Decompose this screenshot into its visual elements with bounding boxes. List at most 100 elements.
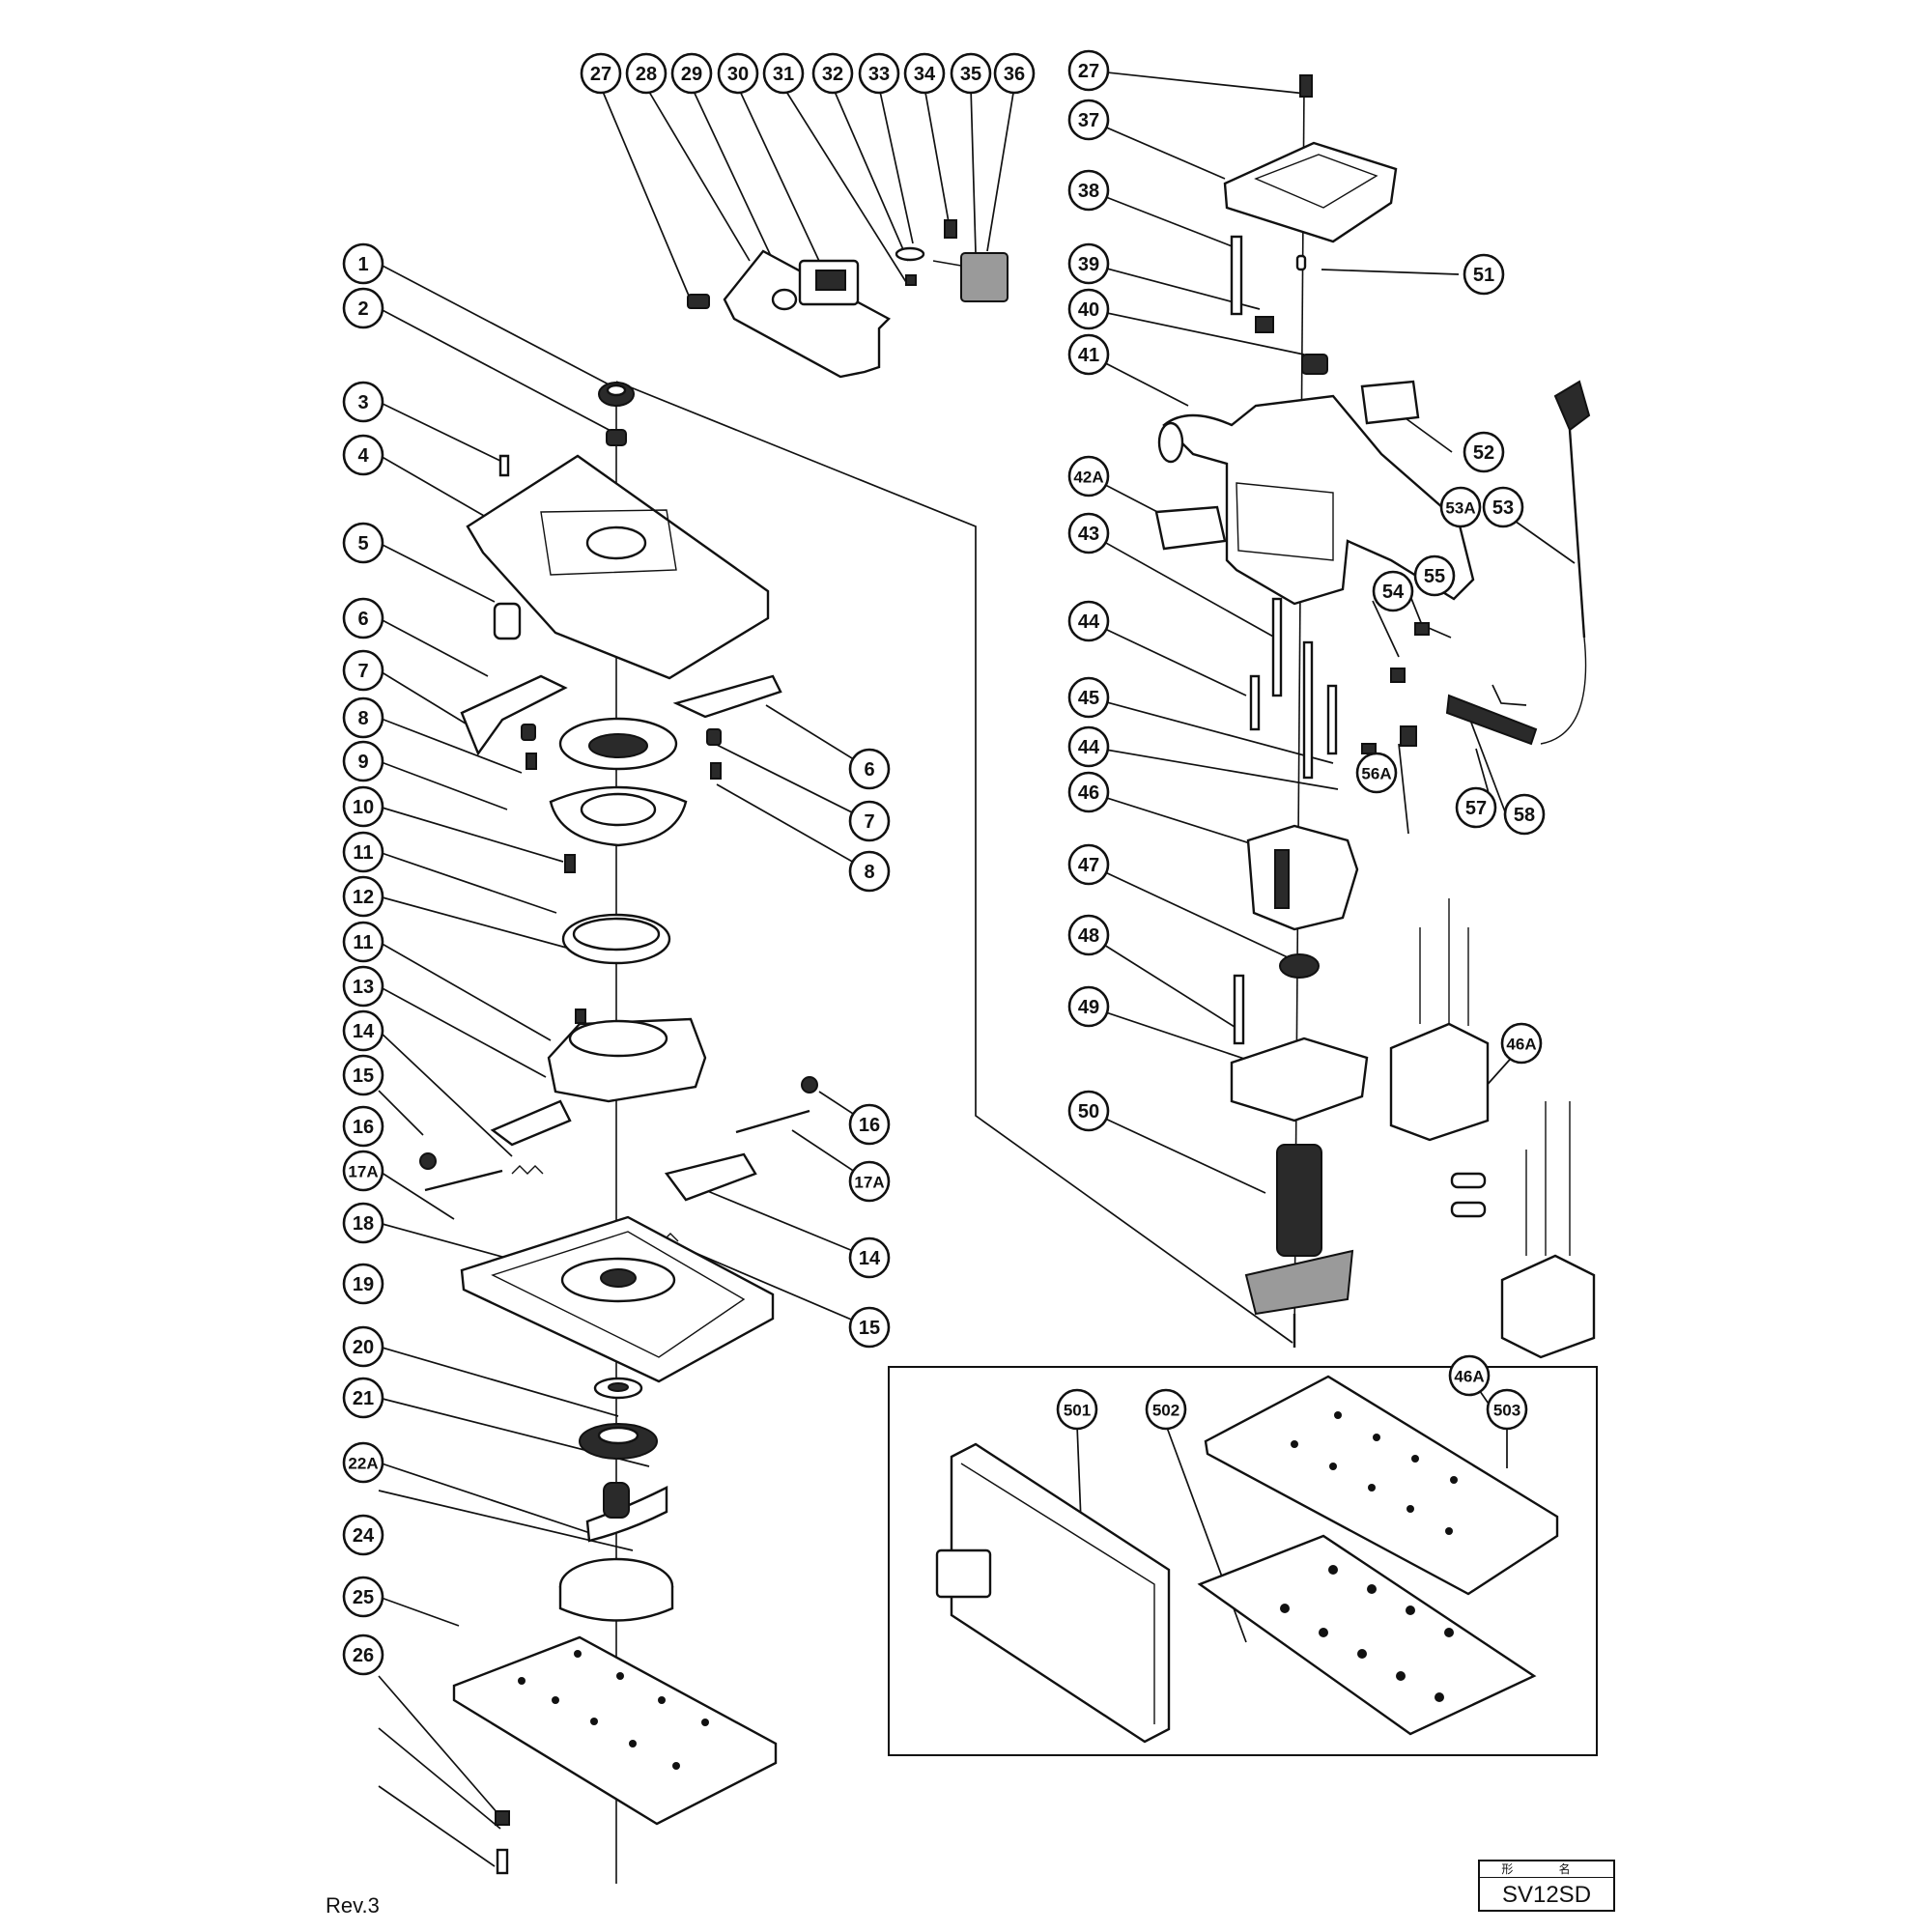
callout-circle <box>1503 793 1546 836</box>
leader-lines <box>378 70 1576 1867</box>
callout-53: 53 <box>1482 486 1524 528</box>
callout-48: 48 <box>1067 914 1110 956</box>
callout-circle <box>580 52 622 95</box>
callout-35: 35 <box>950 52 992 95</box>
callout-label: 13 <box>353 977 374 998</box>
callout-label: 51 <box>1473 265 1494 286</box>
callout-49: 49 <box>1067 985 1110 1028</box>
callout-27: 27 <box>580 52 622 95</box>
callout-circle <box>342 785 384 828</box>
callout-circle <box>1067 288 1110 330</box>
callout-label: 9 <box>357 752 368 773</box>
callout-52: 52 <box>1463 431 1505 473</box>
accessories-parts <box>935 1375 1559 1744</box>
callout-41: 41 <box>1067 333 1110 376</box>
callout-circle <box>342 522 384 564</box>
callout-label: 46A <box>1506 1036 1536 1054</box>
callout-label: 8 <box>864 862 874 883</box>
callout-15: 15 <box>848 1306 891 1349</box>
callout-label: 30 <box>727 64 749 85</box>
callout-label: 2 <box>357 298 368 320</box>
callout-circle <box>342 831 384 873</box>
callout-label: 6 <box>864 759 874 781</box>
callout-label: 6 <box>357 609 368 630</box>
callout-label: 22A <box>348 1455 378 1473</box>
callout-14: 14 <box>848 1236 891 1279</box>
callout-circle <box>1067 914 1110 956</box>
callout-45: 45 <box>1067 676 1110 719</box>
callout-circle <box>1455 786 1497 829</box>
callout-circle <box>342 1441 384 1484</box>
callout-44: 44 <box>1067 600 1110 642</box>
model-name: SV12SD <box>1501 1882 1592 1908</box>
callout-circle <box>1067 169 1110 212</box>
callout-7: 7 <box>342 649 384 692</box>
callout-circle <box>1448 1354 1491 1397</box>
callout-circle <box>1067 333 1110 376</box>
callout-label: 16 <box>353 1117 374 1138</box>
pad-assembly-parts <box>419 382 818 1884</box>
callout-circle <box>848 748 891 790</box>
callout-circle <box>1056 1388 1098 1431</box>
callout-circle <box>1067 771 1110 813</box>
callout-circle <box>1145 1388 1187 1431</box>
callout-43: 43 <box>1067 512 1110 554</box>
callout-label: 16 <box>859 1115 880 1136</box>
callout-circle <box>1482 486 1524 528</box>
callout-5: 5 <box>342 522 384 564</box>
callout-circle <box>342 1150 384 1192</box>
callout-3: 3 <box>342 381 384 423</box>
callout-label: 49 <box>1078 997 1099 1018</box>
callout-label: 25 <box>353 1587 374 1608</box>
callout-label: 57 <box>1465 798 1487 819</box>
callout-label: 503 <box>1493 1402 1520 1420</box>
callout-circle <box>342 1576 384 1618</box>
callout-circle <box>1463 431 1505 473</box>
callout-circle <box>342 1377 384 1419</box>
callout-label: 43 <box>1078 524 1099 545</box>
callout-50: 50 <box>1067 1090 1110 1132</box>
callout-33: 33 <box>858 52 900 95</box>
callout-36: 36 <box>993 52 1036 95</box>
callout-44: 44 <box>1067 725 1110 768</box>
callout-circle <box>1067 843 1110 886</box>
callout-circle <box>342 597 384 639</box>
callout-circle <box>342 287 384 329</box>
callout-57: 57 <box>1455 786 1497 829</box>
callout-32: 32 <box>811 52 854 95</box>
callout-label: 12 <box>353 887 374 908</box>
callout-label: 38 <box>1078 181 1099 202</box>
callout-circle <box>342 242 384 285</box>
accessories-frame <box>888 1366 1598 1756</box>
callout-circle <box>1486 1388 1528 1431</box>
callout-19: 19 <box>342 1263 384 1305</box>
callout-circle <box>342 1325 384 1368</box>
callout-label: 18 <box>353 1213 374 1235</box>
callout-label: 31 <box>773 64 794 85</box>
callout-21: 21 <box>342 1377 384 1419</box>
callout-circle <box>993 52 1036 95</box>
callout-circle <box>1067 242 1110 285</box>
callout-2: 2 <box>342 287 384 329</box>
callout-label: 502 <box>1152 1402 1179 1420</box>
callout-56A: 56A <box>1355 752 1398 794</box>
callout-8: 8 <box>342 696 384 739</box>
callout-10: 10 <box>342 785 384 828</box>
callout-label: 15 <box>859 1318 880 1339</box>
callout-7: 7 <box>848 800 891 842</box>
callout-label: 3 <box>357 392 368 413</box>
callout-label: 37 <box>1078 110 1099 131</box>
callout-circle <box>848 800 891 842</box>
callout-label: 14 <box>353 1021 375 1042</box>
callout-31: 31 <box>762 52 805 95</box>
callout-circle <box>342 965 384 1008</box>
callout-label: 47 <box>1078 855 1099 876</box>
callout-55: 55 <box>1413 554 1456 597</box>
callout-58: 58 <box>1503 793 1546 836</box>
callout-label: 4 <box>357 445 369 467</box>
callout-14: 14 <box>342 1009 384 1052</box>
callout-circle <box>1439 486 1482 528</box>
callout-label: 17A <box>348 1163 378 1181</box>
callout-circle <box>625 52 668 95</box>
callout-circle <box>848 1160 891 1203</box>
